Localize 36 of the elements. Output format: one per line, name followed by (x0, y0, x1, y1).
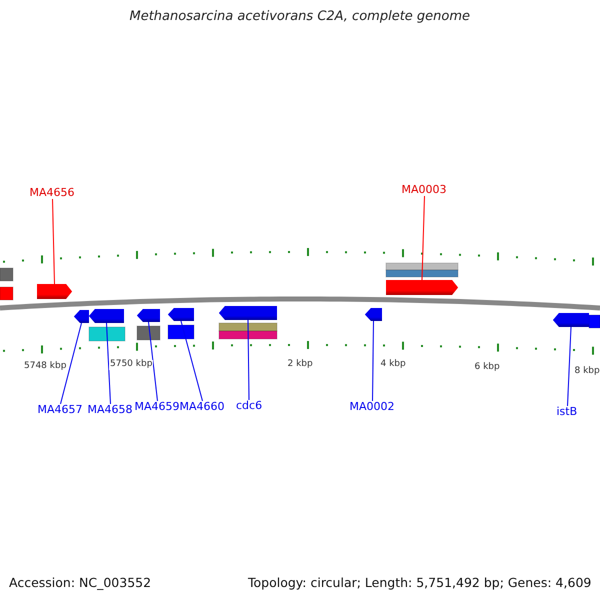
title: Methanosarcina acetivorans C2A, complete genome (130, 10, 470, 24)
gene-label: MA4659 (134, 401, 180, 414)
gene-label: MA0002 (350, 401, 395, 414)
scale-label: 4 kbp (380, 360, 407, 370)
scale-label: 8 kbp (574, 367, 600, 377)
footer-text: Topology: circular; Length: 5,751,492 bp; Genes: 4,609 (248, 576, 592, 590)
gene-feature-block (137, 309, 160, 322)
leader-line (106, 322, 111, 404)
gene-label: MA4658 (88, 404, 133, 416)
scale-label: 2 kbp (286, 360, 314, 370)
footer-text: Accession: NC_003552 (9, 576, 152, 590)
gene-feature-block (37, 284, 72, 299)
gene-label: cdc6 (236, 400, 262, 412)
gene-feature-block (89, 309, 124, 323)
scale-label: 6 kbp (474, 363, 501, 373)
gene-label: MA4656 (30, 187, 75, 200)
leader-line (60, 322, 82, 404)
gene-feature-block (365, 308, 382, 321)
leader-line (372, 320, 374, 402)
leader-line (422, 196, 425, 280)
gene-label: MA0003 (402, 184, 447, 196)
scale-label: 5750 kbp (109, 360, 154, 370)
gene-feature-block (386, 280, 458, 295)
gene-label: MA4660 (180, 401, 225, 414)
leader-line (180, 320, 203, 402)
leader-line (248, 320, 250, 400)
gene-label: MA4657 (38, 404, 83, 416)
leader-line (52, 198, 55, 284)
gene-feature-block (168, 308, 194, 321)
gene-label: istB (556, 406, 578, 418)
gene-feature-block (219, 306, 277, 320)
gene-feature-block (74, 310, 89, 323)
leader-line (567, 326, 572, 406)
gene-feature-block (553, 313, 589, 327)
leader-line (148, 322, 158, 402)
scale-label: 5748 kbp (23, 362, 68, 372)
